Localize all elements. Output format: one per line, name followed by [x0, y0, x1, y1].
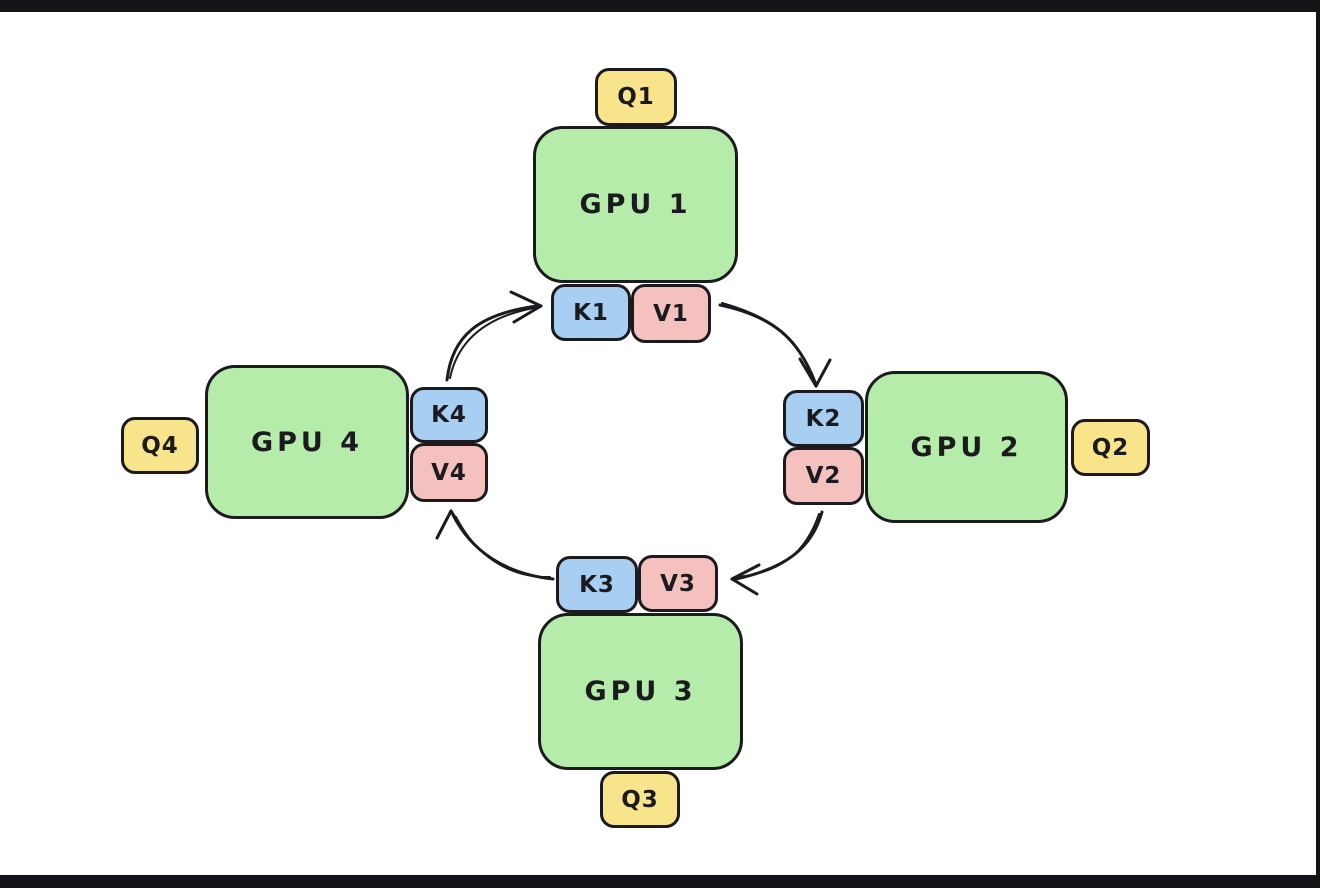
key-block-k3: K3	[556, 556, 638, 613]
frame-bottom-bar	[0, 875, 1320, 888]
q1-label: Q1	[617, 84, 655, 110]
gpu1-box: GPU 1	[533, 126, 738, 283]
k3-label: K3	[579, 571, 615, 598]
gpu3-label: GPU 3	[584, 676, 697, 707]
key-block-k4: K4	[410, 387, 488, 443]
q4-label: Q4	[141, 432, 179, 459]
v2-label: V2	[805, 463, 842, 489]
gpu2-label: GPU 2	[910, 431, 1023, 463]
arrow-k4-to-gpu1	[445, 290, 543, 382]
gpu1-label: GPU 1	[579, 189, 692, 220]
key-block-k1: K1	[551, 284, 631, 341]
arrow-v2-to-gpu3	[730, 510, 824, 596]
q2-label: Q2	[1091, 434, 1130, 461]
query-block-q3: Q3	[600, 771, 680, 828]
k1-label: K1	[573, 299, 609, 326]
value-block-v3: V3	[638, 555, 718, 612]
gpu2-box: GPU 2	[865, 371, 1068, 523]
k4-label: K4	[431, 402, 467, 428]
frame-right-bar	[1316, 0, 1320, 888]
v1-label: V1	[653, 300, 689, 327]
value-block-v2: V2	[783, 447, 864, 505]
k2-label: K2	[805, 405, 842, 432]
query-block-q4: Q4	[121, 417, 199, 474]
frame-top-bar	[0, 0, 1320, 12]
arrow-v1-to-gpu2	[718, 302, 832, 388]
value-block-v4: V4	[410, 443, 488, 502]
query-block-q2: Q2	[1071, 419, 1150, 476]
query-block-q1: Q1	[595, 68, 677, 126]
value-block-v1: V1	[631, 284, 711, 343]
arrow-k3-to-gpu4	[435, 509, 555, 581]
key-block-k2: K2	[783, 390, 864, 447]
gpu4-box: GPU 4	[205, 365, 409, 519]
v3-label: V3	[660, 570, 696, 597]
gpu3-box: GPU 3	[538, 613, 743, 770]
gpu4-label: GPU 4	[250, 426, 364, 458]
v4-label: V4	[431, 459, 467, 486]
q3-label: Q3	[621, 786, 659, 813]
